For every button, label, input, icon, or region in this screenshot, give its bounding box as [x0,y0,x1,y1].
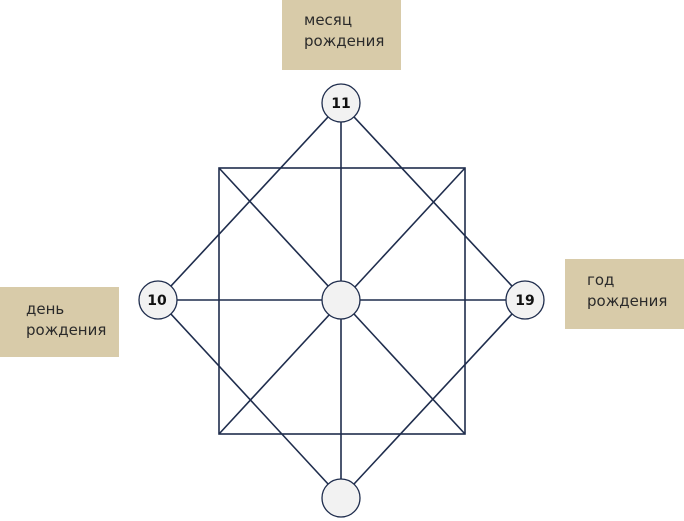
node-left [138,280,178,320]
birth-year-label: год рождения [565,259,684,329]
node-top [321,83,361,123]
birth-day-label: день рождения [0,287,119,357]
node-center [321,280,361,320]
outer-square [218,167,466,435]
node-right [505,280,545,320]
node-left-value: 10 [147,293,167,309]
node-bottom [321,478,361,518]
node-right-value: 19 [515,293,534,309]
node-top-value: 11 [331,96,350,112]
birth-month-label: месяц рождения [282,0,401,70]
